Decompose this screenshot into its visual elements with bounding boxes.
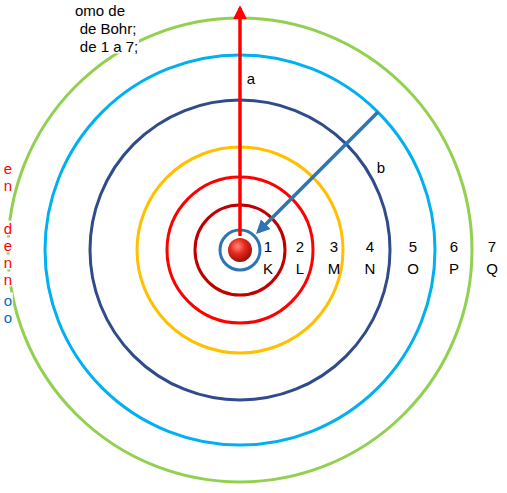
arrow-label: b xyxy=(377,160,385,175)
shell-letter: O xyxy=(407,261,419,276)
text-fragment: e xyxy=(3,161,13,176)
shell-number: 1 xyxy=(264,239,272,254)
text-fragment: n xyxy=(3,255,13,270)
heading-fragment: de Bohr; xyxy=(79,21,138,36)
absorption-arrow xyxy=(258,112,378,232)
text-fragment: o xyxy=(3,293,13,308)
heading-fragment: de 1 a 7; xyxy=(79,39,139,54)
text-fragment: d xyxy=(3,221,13,236)
shell-letter: K xyxy=(263,261,273,276)
shell-number: 2 xyxy=(296,239,304,254)
text-fragment: n xyxy=(3,272,13,287)
emission-arrow xyxy=(238,8,242,236)
shell-letter: M xyxy=(328,261,341,276)
shell-letter: N xyxy=(365,261,376,276)
arrow-label: a xyxy=(247,71,255,86)
text-fragment: n xyxy=(3,178,13,193)
shell-letter: Q xyxy=(486,261,498,276)
heading-fragment: omo de xyxy=(74,3,126,18)
shell-number: 6 xyxy=(450,239,458,254)
text-fragment: e xyxy=(3,238,13,253)
shell-number: 3 xyxy=(330,239,338,254)
text-fragment: o xyxy=(3,310,13,325)
shell-number: 4 xyxy=(366,239,374,254)
nucleus xyxy=(228,238,252,262)
shell-letter: L xyxy=(296,261,304,276)
shell-number: 5 xyxy=(409,239,417,254)
shell-letter: P xyxy=(449,261,459,276)
shell-number: 7 xyxy=(488,239,496,254)
